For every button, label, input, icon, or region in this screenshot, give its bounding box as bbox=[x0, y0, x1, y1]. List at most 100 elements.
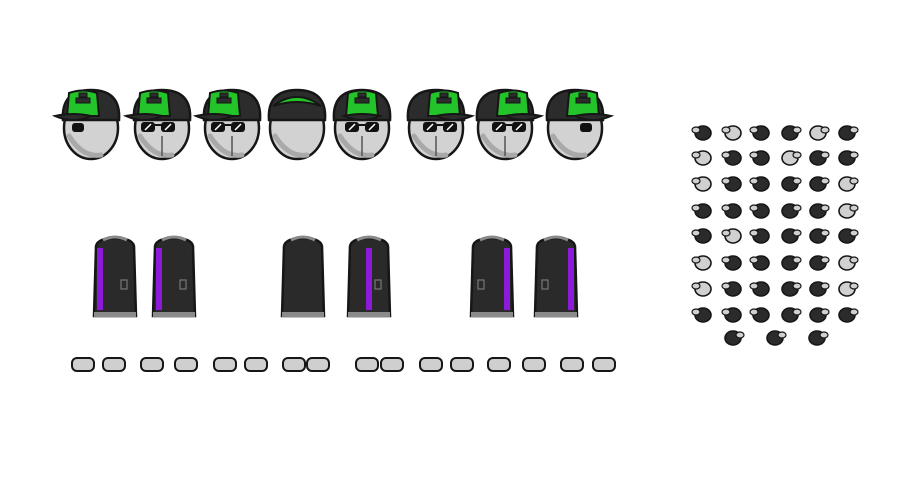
coat-stripe bbox=[568, 248, 574, 310]
coat-sprite-side-left bbox=[92, 235, 138, 318]
hand-sprite bbox=[838, 307, 859, 323]
hand-sprite bbox=[749, 125, 770, 141]
hand-sprite bbox=[809, 150, 830, 166]
coat-collar bbox=[479, 235, 505, 242]
shoe-sprite bbox=[102, 357, 126, 372]
hand-sprite bbox=[838, 176, 859, 192]
hand-finger bbox=[792, 204, 802, 212]
glasses-glint bbox=[164, 123, 172, 131]
cap-brim bbox=[340, 113, 384, 121]
head-shade bbox=[272, 133, 310, 158]
cap-logo-top bbox=[578, 92, 588, 98]
hand-sprite bbox=[781, 150, 802, 166]
hand-finger bbox=[691, 126, 701, 134]
hand-sprite bbox=[809, 255, 830, 271]
coat-collar bbox=[356, 235, 382, 242]
hand-sprite bbox=[809, 307, 830, 323]
cap-logo-top bbox=[78, 92, 88, 98]
hand-finger bbox=[777, 331, 787, 339]
hand-sprite bbox=[809, 281, 830, 297]
hand-finger bbox=[691, 256, 701, 264]
hand-finger bbox=[721, 282, 731, 290]
head-shade bbox=[480, 133, 518, 158]
glasses-glint bbox=[446, 123, 454, 131]
head-shade bbox=[207, 133, 245, 158]
hand-finger bbox=[721, 177, 731, 185]
shoe-sprite bbox=[174, 357, 198, 372]
glasses-glint bbox=[144, 123, 152, 131]
cap-logo-top bbox=[439, 92, 449, 98]
shoe-sprite bbox=[213, 357, 237, 372]
hand-sprite bbox=[838, 228, 859, 244]
hand-sprite bbox=[749, 176, 770, 192]
hand-sprite bbox=[809, 228, 830, 244]
hand-finger bbox=[819, 331, 829, 339]
head-sprite-front-right bbox=[406, 88, 476, 161]
hand-sprite bbox=[781, 307, 802, 323]
hand-finger bbox=[849, 229, 859, 237]
cap-brim bbox=[192, 113, 236, 121]
hand-sprite bbox=[691, 281, 712, 297]
hand-sprite bbox=[838, 203, 859, 219]
coat-pocket bbox=[179, 279, 187, 290]
coat-collar bbox=[543, 235, 569, 242]
coat-pocket bbox=[477, 279, 485, 290]
hand-finger bbox=[735, 331, 745, 339]
glasses-glint bbox=[515, 123, 523, 131]
glasses-glint bbox=[348, 123, 356, 131]
cap-logo bbox=[575, 97, 591, 104]
cap-logo bbox=[354, 97, 370, 104]
coat-sprite-back bbox=[280, 235, 326, 318]
hand-sprite bbox=[749, 307, 770, 323]
hand-sprite bbox=[721, 307, 742, 323]
hand-sprite bbox=[838, 281, 859, 297]
glasses-glint bbox=[426, 123, 434, 131]
cap bbox=[267, 88, 327, 122]
coat-hem bbox=[94, 312, 136, 317]
hand-finger bbox=[792, 177, 802, 185]
head-sprite-side-left bbox=[51, 88, 121, 161]
hand-sprite bbox=[691, 150, 712, 166]
cap-logo bbox=[216, 97, 232, 104]
coat-hem bbox=[282, 312, 324, 317]
shoe-sprite bbox=[560, 357, 584, 372]
hand-sprite bbox=[721, 176, 742, 192]
hand-finger bbox=[691, 229, 701, 237]
hand-sprite bbox=[749, 150, 770, 166]
hand-sprite bbox=[781, 176, 802, 192]
cap-brim bbox=[571, 113, 615, 121]
hand-sprite bbox=[766, 330, 787, 346]
shoe-sprite bbox=[355, 357, 379, 372]
hand-finger bbox=[749, 282, 759, 290]
hand-finger bbox=[792, 151, 802, 159]
hand-sprite bbox=[749, 255, 770, 271]
head-shade bbox=[66, 133, 104, 158]
hand-finger bbox=[749, 177, 759, 185]
hand-sprite bbox=[838, 150, 859, 166]
shoe-sprite bbox=[380, 357, 404, 372]
hand-finger bbox=[749, 151, 759, 159]
coat-pocket bbox=[120, 279, 128, 290]
hand-sprite bbox=[721, 150, 742, 166]
hand-finger bbox=[792, 256, 802, 264]
hand-sprite bbox=[809, 125, 830, 141]
hand-finger bbox=[691, 282, 701, 290]
hand-finger bbox=[691, 204, 701, 212]
hand-sprite bbox=[721, 228, 742, 244]
hand-sprite bbox=[781, 228, 802, 244]
hand-finger bbox=[721, 151, 731, 159]
coat-collar bbox=[102, 235, 128, 242]
coat-stripe bbox=[156, 248, 162, 310]
hand-finger bbox=[792, 282, 802, 290]
coat-sprite-three-quarter-left bbox=[151, 235, 197, 318]
hand-finger bbox=[820, 204, 830, 212]
coat-pocket bbox=[541, 279, 549, 290]
hand-finger bbox=[820, 308, 830, 316]
shoe-sprite bbox=[244, 357, 268, 372]
hand-finger bbox=[849, 308, 859, 316]
cap-brim bbox=[122, 113, 166, 121]
coat-hem bbox=[348, 312, 390, 317]
hand-finger bbox=[849, 177, 859, 185]
hand-sprite bbox=[781, 281, 802, 297]
hand-finger bbox=[849, 151, 859, 159]
